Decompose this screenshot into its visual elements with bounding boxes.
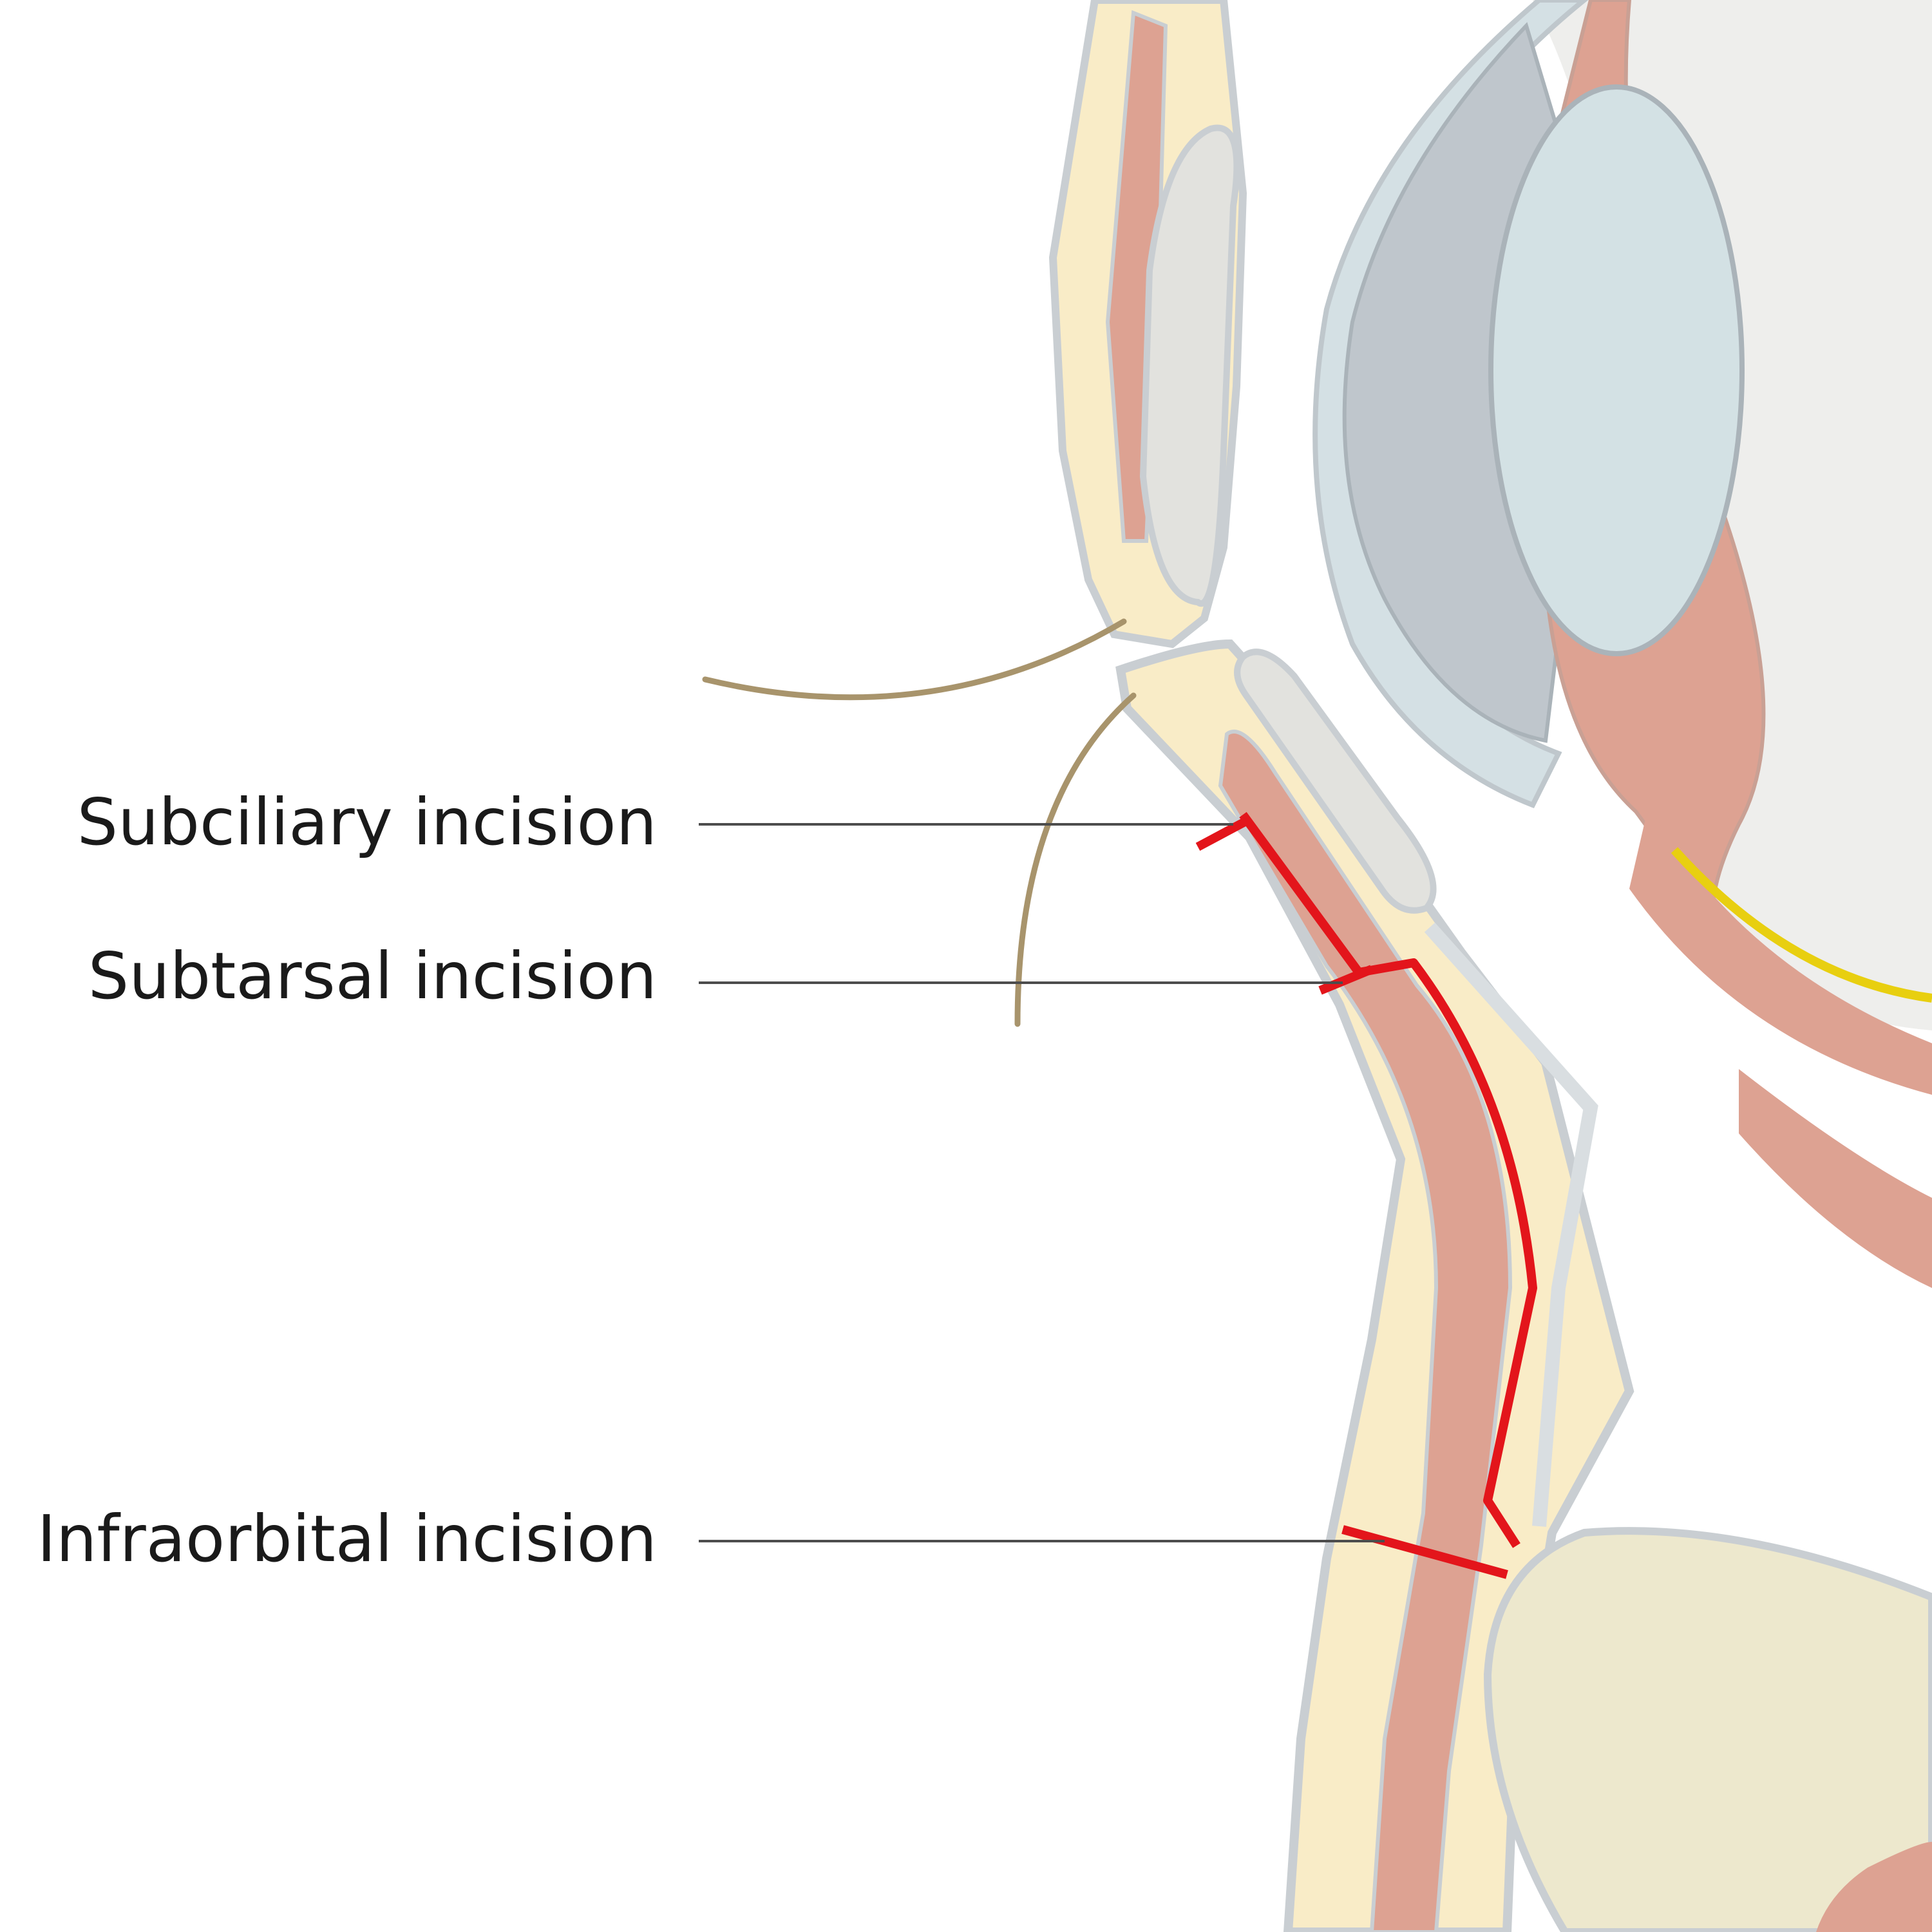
eyelashes [702,618,1137,1027]
upper-eyelid [1048,0,1247,649]
transconjunctival-route [1239,811,1537,1548]
lens [1488,84,1745,656]
lower-tarsal-plate [1234,649,1437,914]
retractor-band [1671,847,1932,1003]
upper-tarsal-plate [1139,124,1240,607]
bone-cortex [1483,1527,1932,1932]
infraorbital-incision-label: Infraorbital incision [37,1501,657,1577]
lower-fornix-muscle [1629,805,1932,1095]
inferior-rectus-muscle [1739,1069,1932,1288]
maxillary-sinus-mucosa [1816,1842,1932,1932]
infraorbital-incision-mark [1341,1525,1508,1579]
infraorbital-rim [1483,1527,1932,1932]
lower-orbicularis-muscle [1218,730,1513,1932]
subciliary-incision-mark [1195,817,1249,851]
leader-lines [699,823,1385,1542]
orbital-septum [1424,922,1598,1527]
iris [1342,22,1567,743]
subtarsal-incision-mark [1318,965,1374,995]
eyeball [1312,0,1932,1288]
subtarsal-incision-label: Subtarsal incision [88,938,657,1014]
subciliary-incision-label: Subciliary incision [77,784,657,860]
